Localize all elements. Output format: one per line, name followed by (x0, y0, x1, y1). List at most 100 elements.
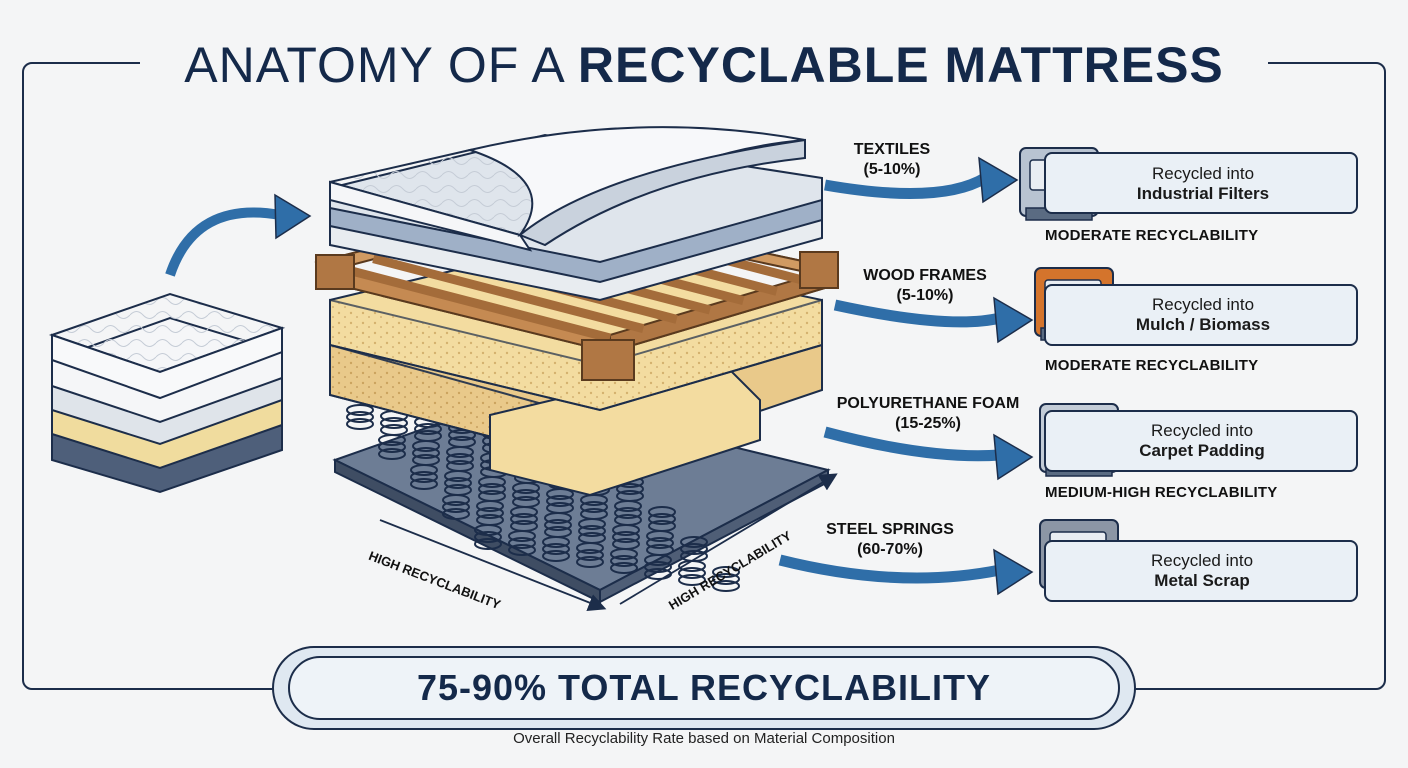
spring-coil (474, 531, 502, 543)
spring-coil (476, 507, 504, 519)
spring-coil (610, 555, 638, 567)
spring-coil (478, 483, 506, 495)
spring-coil (578, 525, 606, 537)
spring-coil (444, 470, 472, 482)
card-steel (1044, 540, 1358, 602)
spring-coil (648, 513, 676, 525)
wood-slat (372, 254, 645, 334)
label-textiles: TEXTILES (5-10%) (832, 140, 952, 180)
page-title: ANATOMY OF A RECYCLABLE MATTRESS (140, 30, 1268, 100)
card-wood (1044, 284, 1358, 346)
card-steel-text: Recycled into Metal Scrap (1120, 551, 1284, 591)
label-steel-springs: STEEL SPRINGS (60-70%) (810, 520, 970, 560)
spring-coil (346, 404, 374, 416)
material-name: WOOD FRAMES (863, 267, 987, 284)
spring-coil (580, 501, 608, 513)
spring-coil (580, 494, 608, 506)
material-share: (5-10%) (896, 287, 954, 304)
flow-arrow (824, 173, 988, 199)
spring-coil (378, 441, 406, 453)
spring-coil (614, 507, 642, 519)
spring-coil (380, 417, 408, 429)
spring-coil (510, 513, 538, 525)
spring-coil (712, 566, 740, 578)
spring-coil (410, 471, 438, 483)
spring-coil (510, 506, 538, 518)
spring-coil (544, 519, 572, 531)
explode-arrow (165, 207, 281, 277)
recycled-prefix: Recycled into (1150, 421, 1254, 440)
spring-coil (680, 536, 708, 548)
recycled-prefix: Recycled into (1150, 551, 1254, 570)
spring-coil (476, 500, 504, 512)
spring-coil (644, 561, 672, 573)
spring-coil (414, 423, 442, 435)
whole-mattress (48, 292, 286, 494)
spring-coil (648, 506, 676, 518)
flow-arrowhead (993, 296, 1034, 344)
spring-coil (712, 580, 740, 592)
spring-coil (442, 501, 470, 513)
spring-coil (378, 434, 406, 446)
spring-coil (616, 483, 644, 495)
spring-coil (544, 512, 572, 524)
spring-coil (478, 476, 506, 488)
spring-coil (410, 478, 438, 490)
card-foam (1044, 410, 1358, 472)
recycled-product: Carpet Padding (1139, 441, 1265, 460)
card-foam-text: Recycled into Carpet Padding (1120, 421, 1284, 461)
spring-axis-left (379, 519, 607, 612)
spring-axis-right (619, 473, 838, 605)
label-wood-frames: WOOD FRAMES (5-10%) (840, 266, 1010, 306)
spring-coil (412, 447, 440, 459)
recycled-prefix: Recycled into (1151, 164, 1255, 183)
textile-layer (329, 126, 823, 302)
spring-coil (346, 418, 374, 430)
spring-coil (508, 537, 536, 549)
spring-coil (646, 537, 674, 549)
spring-coil (614, 500, 642, 512)
spring-coil (542, 536, 570, 548)
spring-coil (380, 424, 408, 436)
spring-coil (542, 543, 570, 555)
spring-coil (412, 440, 440, 452)
total-recyclability: 75-90% TOTAL RECYCLABILITY (416, 667, 992, 708)
spring-coil (512, 489, 540, 501)
flow-arrow (778, 554, 1002, 584)
spring-coil (678, 574, 706, 586)
spring-coil (410, 464, 438, 476)
label-foam: POLYURETHANE FOAM (15-25%) (818, 394, 1038, 434)
rating-textiles: MODERATE RECYCLABILITY (1045, 227, 1259, 244)
recycled-product: Metal Scrap (1154, 571, 1250, 590)
wood-slat (338, 263, 612, 343)
spring-coil (610, 548, 638, 560)
flow-arrowhead (993, 548, 1034, 596)
spring-coil (546, 488, 574, 500)
spring-coil (474, 524, 502, 536)
flow-arrowhead (993, 433, 1034, 481)
recycled-prefix: Recycled into (1151, 295, 1255, 314)
spring-coil (542, 550, 570, 562)
spring-coil (680, 543, 708, 555)
spring-coil (712, 573, 740, 585)
card-textiles (1044, 152, 1358, 214)
summary-banner-inner (288, 656, 1120, 720)
spring-coil (578, 518, 606, 530)
card-wood-text: Recycled into Mulch / Biomass (1108, 295, 1298, 335)
foam-layer (329, 243, 823, 497)
title-light: ANATOMY OF A (184, 37, 578, 93)
spring-coil (610, 562, 638, 574)
material-share: (15-25%) (895, 415, 961, 432)
spring-coil (442, 494, 470, 506)
recycled-product: Mulch / Biomass (1135, 315, 1271, 334)
spring-coil (474, 538, 502, 550)
spring-coil (346, 411, 374, 423)
spring-coil (678, 567, 706, 579)
spring-coil (546, 495, 574, 507)
spring-coil (612, 531, 640, 543)
material-name: TEXTILES (853, 141, 931, 158)
flow-arrow (823, 426, 1001, 462)
spring-coil (576, 556, 604, 568)
spring-coil (446, 453, 474, 465)
summary-banner (272, 646, 1136, 730)
